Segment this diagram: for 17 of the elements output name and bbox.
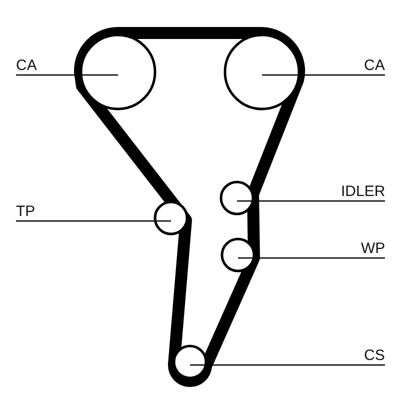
part-label: CA bbox=[16, 58, 37, 75]
part-label: WP bbox=[361, 241, 386, 258]
leader-line bbox=[238, 257, 385, 259]
part-label: CA bbox=[364, 58, 385, 75]
pulley-circle bbox=[220, 237, 256, 273]
leader-line bbox=[262, 74, 385, 76]
leader-line bbox=[237, 200, 385, 202]
leader-line bbox=[16, 220, 171, 222]
pulley-circle bbox=[223, 33, 301, 111]
part-label: IDLER bbox=[341, 184, 386, 201]
pulley-circle bbox=[153, 200, 189, 236]
pulley-circle bbox=[79, 33, 157, 111]
leader-line bbox=[190, 364, 385, 366]
part-label: TP bbox=[16, 204, 36, 221]
part-label: CS bbox=[364, 348, 385, 365]
pulley-circle bbox=[219, 180, 255, 216]
leader-line bbox=[16, 74, 118, 76]
